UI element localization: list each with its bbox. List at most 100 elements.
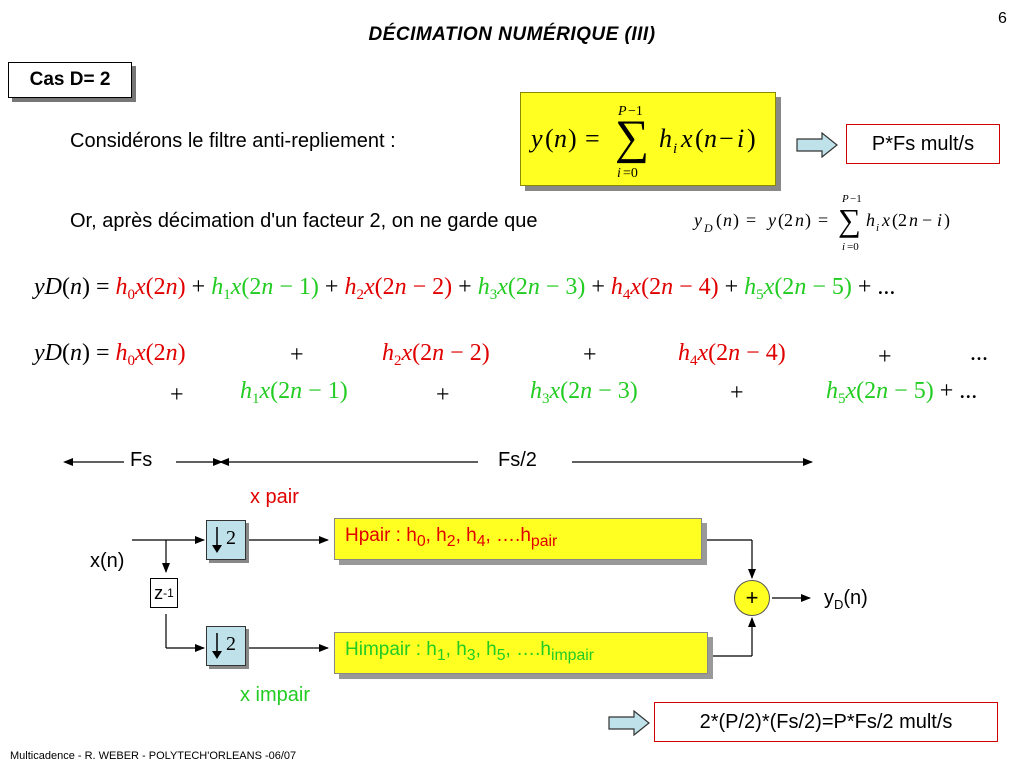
svg-text:): ) — [747, 124, 756, 153]
hpair-text: Hpair : h — [345, 525, 417, 546]
delay-label: z — [154, 582, 164, 603]
output-label-suffix: (n) — [843, 587, 868, 609]
plus-sign: + — [878, 344, 892, 370]
even-terms-equation: yD(n) = h0x(2n) — [34, 340, 186, 369]
output-label-y: y — [824, 587, 834, 609]
svg-text:(: ( — [716, 210, 722, 231]
himpair-sub: impair — [550, 646, 595, 664]
svg-text:∑: ∑ — [838, 202, 861, 238]
svg-text:i: i — [876, 222, 879, 234]
svg-text:(: ( — [695, 124, 704, 153]
right-arrow-icon — [796, 132, 838, 158]
output-label: yD(n) — [824, 587, 868, 612]
himpair-sub: 3 — [466, 646, 476, 664]
downsampler-block: 2 — [206, 520, 246, 560]
term-h4: h4x(2n − 4) — [678, 340, 786, 369]
downsample-factor: 2 — [226, 527, 236, 549]
output-label-sub: D — [834, 597, 844, 612]
himpair-ellipsis: , ….h — [505, 639, 551, 660]
down-arrow-icon — [212, 527, 222, 553]
downsampler-top: 2 — [206, 520, 246, 560]
svg-text:y: y — [692, 210, 702, 230]
downsampler-bottom: 2 — [206, 626, 246, 666]
svg-text:): ) — [805, 210, 811, 231]
svg-text:y: y — [766, 210, 776, 230]
svg-text:P: P — [841, 193, 849, 205]
svg-text:x: x — [680, 124, 693, 153]
svg-text:=0: =0 — [847, 241, 859, 253]
hpair-sub: 4 — [476, 532, 486, 550]
svg-text:h: h — [659, 124, 672, 153]
svg-text:−1: −1 — [628, 104, 643, 119]
svg-text:−1: −1 — [850, 193, 862, 205]
plus-sign: + — [436, 382, 450, 408]
input-label: x(n) — [90, 550, 125, 572]
top-mult-box: P*Fs mult/s — [846, 124, 1000, 164]
downsampler-block: 2 — [206, 626, 246, 666]
fs2-label: Fs/2 — [498, 449, 537, 471]
himpair-sub: 1 — [436, 646, 446, 664]
term-h1: h1x(2n − 1) — [240, 378, 348, 407]
bottom-mult-text: 2*(P/2)*(Fs/2)=P*Fs/2 mult/s — [699, 710, 953, 733]
filter-formula-box: y ( n ) = ∑ P −1 i =0 h i x ( n − i ) — [520, 92, 776, 186]
footer-text: Multicadence - R. WEBER - POLYTECH'ORLEA… — [10, 750, 297, 762]
after-decimation-text: Or, après décimation d'un facteur 2, on … — [70, 210, 538, 232]
svg-text:=: = — [746, 210, 756, 230]
svg-text:D: D — [703, 221, 713, 235]
svg-text:): ) — [568, 124, 577, 153]
plus-sign: + — [583, 342, 597, 368]
svg-text:n: n — [554, 124, 567, 153]
svg-text:n: n — [723, 210, 732, 230]
svg-text:(2: (2 — [778, 210, 793, 231]
svg-text:(: ( — [545, 124, 554, 153]
himpair-filter-box: Himpair : h1, h3, h5, ….himpair — [334, 632, 708, 674]
svg-text:h: h — [866, 210, 875, 230]
svg-text:i: i — [937, 210, 942, 230]
svg-text:n: n — [909, 210, 918, 230]
svg-text:P: P — [617, 104, 627, 119]
down-arrow-icon — [212, 633, 222, 659]
term-h5: h5x(2n − 5) + ... — [826, 378, 978, 407]
plus-sign: + — [290, 342, 304, 368]
right-arrow-icon — [608, 710, 650, 736]
hpair-sub: 0 — [416, 532, 426, 550]
x-pair-label: x pair — [250, 486, 299, 508]
case-label: Cas D= 2 — [29, 69, 111, 90]
bottom-mult-box: 2*(P/2)*(Fs/2)=P*Fs/2 mult/s — [654, 702, 998, 742]
svg-text:−: − — [719, 124, 734, 153]
delay-exponent: -1 — [163, 586, 174, 600]
svg-text:(2: (2 — [892, 210, 907, 231]
page-number: 6 — [998, 10, 1007, 27]
svg-text:i: i — [842, 241, 845, 253]
slide-title: DÉCIMATION NUMÉRIQUE (III) — [368, 24, 656, 45]
fs-label: Fs — [130, 449, 153, 471]
top-mult-text: P*Fs mult/s — [871, 132, 975, 155]
adder-symbol: + — [745, 585, 759, 610]
term-h2: h2x(2n − 2) — [382, 340, 490, 369]
consider-text: Considérons le filtre anti-repliement : — [70, 130, 396, 152]
ellipsis: ... — [970, 340, 988, 366]
downsample-factor: 2 — [226, 633, 236, 655]
hpair-filter-box: Hpair : h0, h2, h4, ….hpair — [334, 518, 702, 560]
plus-sign: + — [730, 380, 744, 406]
svg-text:=: = — [585, 124, 600, 153]
svg-text:i: i — [737, 124, 744, 153]
hpair-ellipsis: , ….h — [485, 525, 531, 546]
svg-text:∑: ∑ — [615, 111, 649, 164]
svg-text:=0: =0 — [623, 166, 638, 181]
svg-text:=: = — [818, 210, 828, 230]
x-impair-label: x impair — [240, 684, 311, 706]
svg-text:−: − — [922, 210, 932, 230]
filter-formula: y ( n ) = ∑ P −1 i =0 h i x ( n − i ) — [528, 104, 756, 181]
svg-text:): ) — [944, 210, 950, 231]
svg-text:): ) — [733, 210, 739, 231]
hpair-sub: pair — [530, 532, 558, 550]
svg-text:i: i — [673, 141, 677, 157]
svg-text:i: i — [617, 166, 621, 181]
delay-block: z-1 — [150, 578, 178, 608]
svg-text:y: y — [528, 124, 543, 153]
hpair-sub: 2 — [446, 532, 456, 550]
full-expansion-equation: yD(n) = h0x(2n) + h1x(2n − 1) + h2x(2n −… — [34, 274, 896, 303]
